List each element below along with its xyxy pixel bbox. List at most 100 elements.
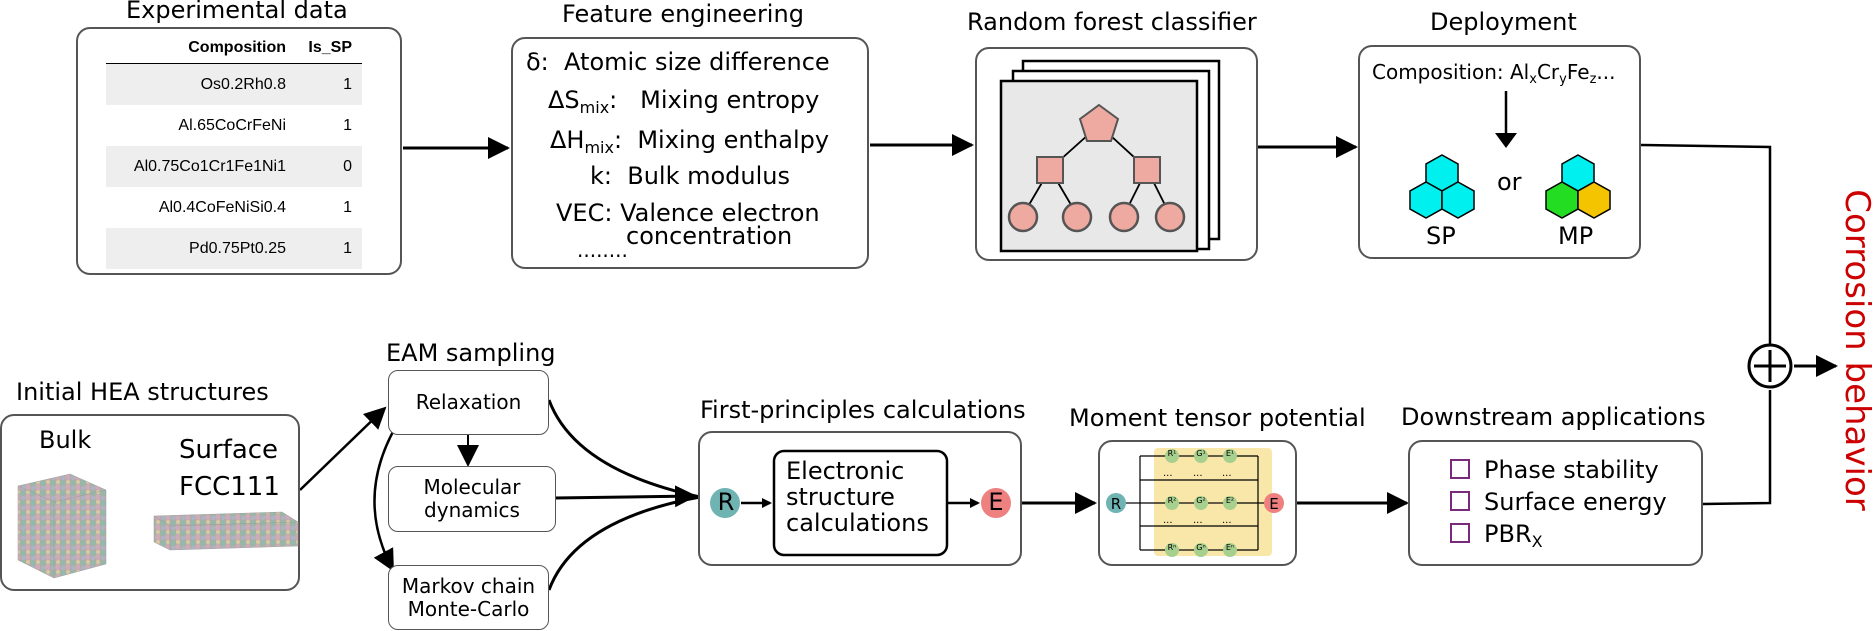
checkbox-icon [1450, 523, 1470, 543]
delta-symbol: δ: [526, 48, 549, 76]
hmix-sub: mix [584, 138, 614, 157]
mc-line-1: Markov chain [401, 573, 536, 598]
atom-structures-image [17, 473, 299, 579]
table-header: Composition Is_SP [106, 33, 362, 64]
deployment-composition: Composition: AlxCryFez... [1372, 60, 1615, 87]
mtp-dots-1: ··· [1163, 471, 1173, 482]
mtp-r-label: R [1110, 495, 1122, 513]
mtp-title: Moment tensor potential [1069, 404, 1366, 432]
cell-is-sp: 1 [343, 239, 352, 257]
item-pbr: PBR [1484, 520, 1532, 548]
sub-x: x [1529, 72, 1537, 87]
mtp-e-label: E [1269, 495, 1279, 513]
downstream-box [1408, 440, 1703, 566]
fcc-label: FCC111 [179, 472, 280, 502]
fp-r-label: R [717, 488, 735, 516]
mtp-rn: Rⁿ [1167, 543, 1177, 552]
feature-engineering-box [511, 37, 869, 269]
molecular-dynamics-box: Molecular dynamics [388, 466, 556, 532]
table-row: Al.65CoCrFeNi 1 [106, 105, 362, 146]
bulk-cube [17, 473, 107, 579]
mtp-dots-4: ··· [1163, 518, 1173, 529]
composition-label: Composition: Al [1372, 60, 1530, 84]
curve-mc-to-fp [547, 495, 701, 591]
arrow-relax-to-mc [373, 427, 397, 572]
mtp-network-icon [1106, 448, 1284, 557]
cell-is-sp: 1 [343, 75, 352, 93]
cell-is-sp: 1 [343, 198, 352, 216]
plus-circle-icon [1747, 343, 1793, 389]
monte-carlo-box: Markov chain Monte-Carlo [388, 565, 549, 630]
k-symbol: k: [590, 162, 612, 190]
item-phase-stability: Phase stability [1484, 456, 1659, 484]
list-item: Surface energy [1450, 486, 1667, 518]
or-label: or [1497, 168, 1522, 196]
feature-vec: VEC: Valence electron [556, 199, 820, 227]
col-is-sp: Is_SP [308, 39, 352, 56]
surface-label: Surface [179, 435, 279, 465]
cell-is-sp: 0 [343, 157, 352, 175]
initial-title: Initial HEA structures [16, 378, 269, 406]
corrosion-behavior-label: Corrosion behavior [1837, 189, 1875, 511]
element-fe: Fe [1566, 60, 1590, 84]
smix-sub: mix [579, 98, 610, 117]
phase-hexagons [1409, 91, 1611, 219]
output-label-wrap: Corrosion behavior [1837, 150, 1875, 550]
line-deploy-to-plus [1639, 143, 1772, 344]
smix-text: Mixing entropy [640, 86, 820, 114]
table-row: Pd0.75Pt0.25 1 [106, 228, 362, 269]
ellipsis: ... [1596, 60, 1616, 84]
list-item: Phase stability [1450, 454, 1667, 486]
cell-composition: Pd0.75Pt0.25 [189, 239, 286, 257]
mp-hexagons-icon [1545, 154, 1611, 219]
table-row: Os0.2Rh0.8 1 [106, 64, 362, 105]
surface-slab [153, 511, 299, 551]
fp-title: First-principles calculations [700, 396, 1026, 424]
item-pbr-sub: X [1531, 532, 1543, 551]
sp-label: SP [1426, 222, 1456, 250]
feature-hmix: ΔHmix: Mixing enthalpy [550, 126, 830, 157]
downstream-list: Phase stability Surface energy PBRX [1450, 454, 1667, 551]
cell-composition: Al0.75Co1Cr1Fe1Ni1 [133, 157, 286, 175]
checkbox-icon [1450, 491, 1470, 511]
hmix-symbol: ΔH [550, 126, 585, 154]
mtp-e2: E² [1225, 496, 1235, 505]
mtp-en: Eⁿ [1225, 543, 1235, 552]
col-composition: Composition [188, 39, 286, 56]
es-line-1: Electronic [786, 457, 905, 485]
cell-composition: Al.65CoCrFeNi [178, 116, 286, 134]
cell-is-sp: 1 [343, 116, 352, 134]
mtp-dots-6: ··· [1222, 518, 1232, 529]
tree-stack-icon [999, 59, 1221, 253]
relaxation-box: Relaxation [388, 370, 549, 435]
bulk-label: Bulk [39, 426, 92, 454]
rf-title: Random forest classifier [967, 8, 1257, 36]
smix-symbol: ΔS [548, 86, 580, 114]
es-line-2: structure [786, 483, 895, 511]
vec-text-1: Valence electron [620, 199, 820, 227]
k-text: Bulk modulus [627, 162, 791, 190]
mtp-dots-2: ··· [1193, 471, 1203, 482]
sp-hexagons-icon [1409, 154, 1475, 219]
mp-label: MP [1558, 222, 1594, 250]
table-row: Al0.4CoFeNiSi0.4 1 [106, 187, 362, 228]
eam-title: EAM sampling [386, 339, 556, 367]
item-surface-energy: Surface energy [1484, 488, 1667, 516]
electronic-structure-text: Electronic structure calculations [786, 458, 929, 536]
arrow-initial-to-eam [299, 406, 387, 491]
fp-flow [710, 449, 1011, 557]
mtp-r2: R² [1167, 496, 1177, 505]
mtp-e1: E¹ [1225, 449, 1235, 458]
fp-e-label: E [988, 488, 1004, 516]
experimental-title: Experimental data [126, 0, 348, 24]
md-line-2: dynamics [424, 498, 520, 522]
feature-dots: ........ [577, 238, 628, 262]
feature-k: k: Bulk modulus [590, 162, 790, 190]
feature-title: Feature engineering [562, 0, 804, 28]
feature-vec-2: concentration [626, 222, 793, 250]
vec-symbol: VEC: [556, 199, 613, 227]
table-row: Al0.75Co1Cr1Fe1Ni1 0 [106, 146, 362, 187]
mtp-g1: G¹ [1196, 449, 1206, 458]
es-line-3: calculations [786, 509, 929, 537]
